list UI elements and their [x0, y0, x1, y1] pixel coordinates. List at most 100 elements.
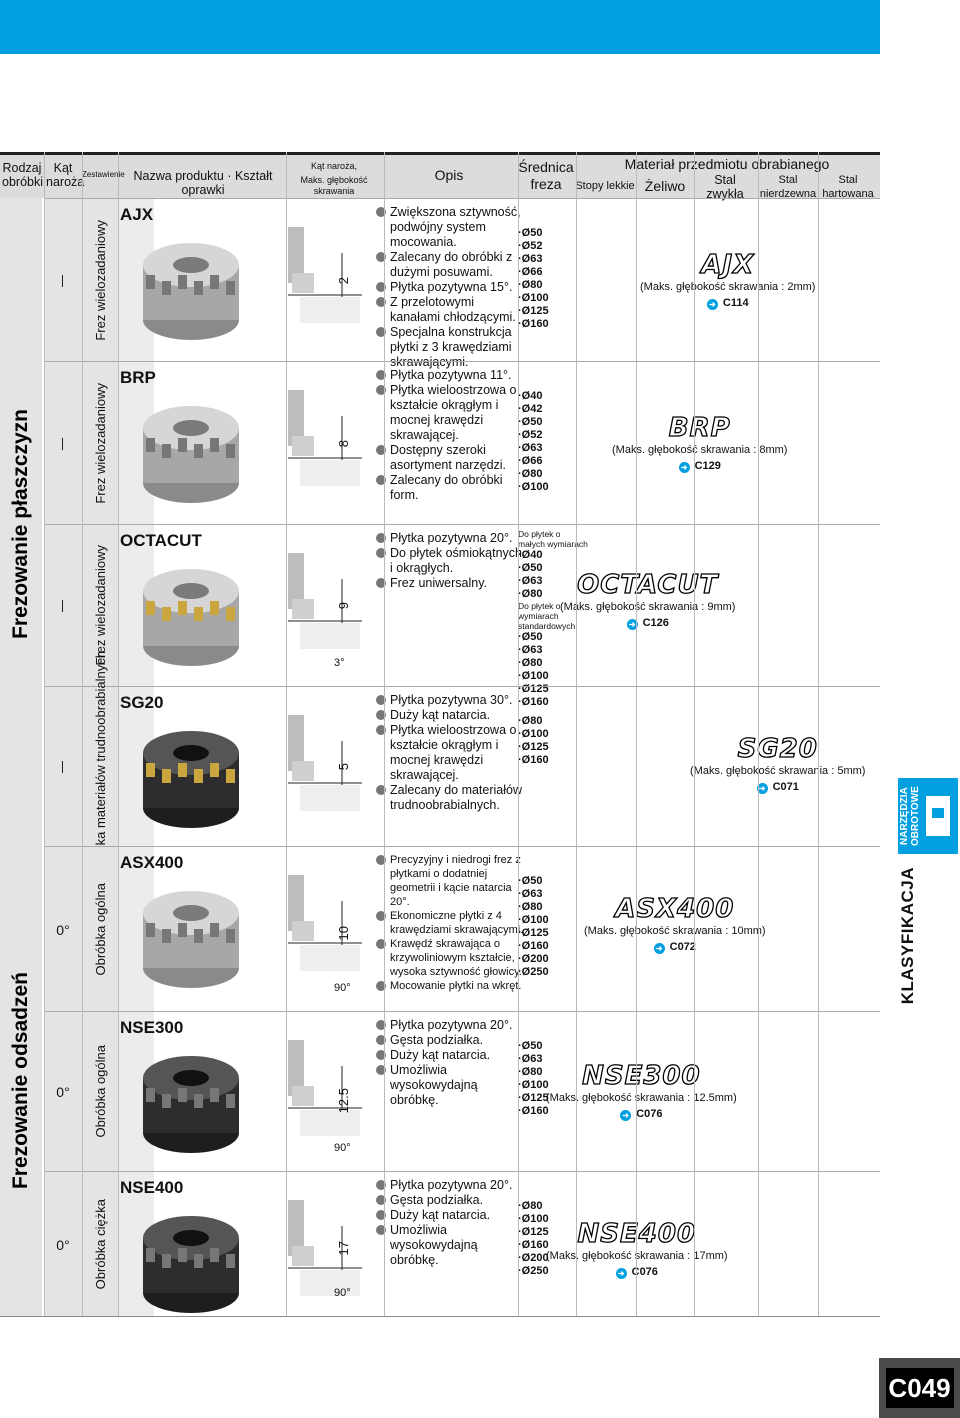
diameter: ·Ø160: [518, 1105, 549, 1117]
page-reference-link[interactable]: ➜ C126: [626, 617, 669, 630]
zestawienie: Obróbka ciężka: [93, 1198, 108, 1290]
page-reference-link[interactable]: ➜C114: [706, 297, 749, 310]
grid-line: [758, 152, 759, 1316]
diameter: ·Ø100: [518, 1213, 549, 1225]
diameter: ·Ø80: [518, 1200, 543, 1212]
tool-image: [136, 873, 246, 1003]
description-item: Frez uniwersalny.: [376, 576, 526, 591]
row-angle-cell: [44, 199, 118, 361]
series-logo: NSE300(Maks. głębokość skrawania : 12.5m…: [546, 1061, 737, 1121]
description-item: Duży kąt natarcia.: [376, 1208, 526, 1223]
row-angle-cell: [44, 847, 118, 1011]
description-item: Specjalna konstrukcja płytki z 3 krawędz…: [376, 325, 526, 370]
cutter-diameters: Do płytek o małych wymiarach·Ø40·Ø50·Ø63…: [518, 529, 588, 709]
description-item: Gęsta podziałka.: [376, 1193, 526, 1208]
corner-angle: 0°: [56, 921, 70, 938]
tool-image: [136, 1198, 246, 1328]
diameter: ·Ø63: [518, 575, 543, 587]
description: Zwiększona sztywność, podwójny system mo…: [376, 205, 526, 370]
page-reference-link[interactable]: ➜C076: [615, 1266, 658, 1279]
diameter: ·Ø42: [518, 403, 543, 415]
row-angle-cell: [44, 1172, 118, 1316]
product-name: NSE400: [120, 1178, 184, 1197]
cutter-diameters: ·Ø40·Ø42·Ø50·Ø52·Ø63·Ø66·Ø80·Ø100: [518, 390, 588, 494]
angle-mark: 90°: [334, 1142, 351, 1154]
page-reference-link[interactable]: ➜ C076: [620, 1108, 663, 1121]
product-name: NSE300: [120, 1018, 184, 1037]
size-note: Do płytek o wymiarach standardowych: [518, 601, 576, 631]
diameter: ·Ø63: [518, 888, 543, 900]
series-logo-text: SG20: [737, 734, 818, 764]
diameter: ·Ø52: [518, 429, 543, 441]
max-depth-note: (Maks. głębokość skrawania : 5mm): [690, 765, 866, 777]
max-depth-note: (Maks. głębokość skrawania : 9mm): [560, 601, 736, 613]
diameter: ·Ø50: [518, 562, 543, 574]
header-nazwa: Nazwa produktu · Kształt oprawki: [133, 169, 273, 197]
description-item: Ekonomiczne płytki z 4 krawędziami skraw…: [376, 909, 526, 937]
cutter-diameters: ·Ø80·Ø100·Ø125·Ø160: [518, 715, 588, 767]
page-reference: C076: [636, 1108, 663, 1120]
series-logo-text: NSE300: [581, 1061, 701, 1091]
description-item: Płytka wieloostrzowa o kształcie okrągły…: [376, 723, 526, 783]
cutter-diameters: ·Ø50·Ø63·Ø80·Ø100·Ø125·Ø160·Ø200·Ø250: [518, 875, 588, 979]
angle-mark: 3°: [334, 657, 345, 669]
arrow-right-icon: ➜: [615, 1268, 627, 1279]
cutter-diameters: ·Ø50·Ø63·Ø80·Ø100·Ø125·Ø160: [518, 1040, 588, 1118]
diameter: ·Ø200: [518, 1252, 549, 1264]
description-item: Z przelotowymi kanałami chłodzącymi.: [376, 295, 526, 325]
diameter: ·Ø160: [518, 940, 549, 952]
max-depth-note: (Maks. głębokość skrawania : 10mm): [584, 925, 766, 937]
category-frezowanie-odsadzen: Frezowanie odsadzeń: [0, 846, 44, 1316]
category-blank-2: [0, 686, 44, 846]
description: Płytka pozytywna 20°.Do płytek ośmiokątn…: [376, 531, 526, 591]
diameter: ·Ø100: [518, 728, 549, 740]
description: Płytka pozytywna 20°.Gęsta podziałka.Duż…: [376, 1018, 526, 1108]
product-name: BRP: [120, 368, 156, 387]
table-header: Rodzaj obróbki Kąt naroża Zestawienie Na…: [0, 152, 880, 201]
diameter: ·Ø63: [518, 442, 543, 454]
zestawienie: Obróbka ogólna: [93, 1045, 108, 1138]
cutting-depth-diagram: [282, 861, 372, 1011]
tool-image: [136, 225, 246, 355]
series-logo-text: ASX400: [615, 894, 735, 924]
diameter: ·Ø160: [518, 318, 549, 330]
page-reference: C071: [772, 781, 799, 793]
diameter: ·Ø250: [518, 1265, 549, 1277]
diameter: ·Ø100: [518, 1079, 549, 1091]
description-item: Zalecany do obróbki z dużymi posuwami.: [376, 250, 526, 280]
table-bottom-line: [0, 1316, 880, 1317]
cutting-depth-diagram: [282, 539, 372, 689]
zestawienie: Frez wielozadaniowy: [93, 382, 108, 504]
series-logo: OCTACUT(Maks. głębokość skrawania : 9mm)…: [560, 570, 736, 630]
description-item: Płytka pozytywna 20°.: [376, 531, 526, 546]
page-reference-link[interactable]: ➜ C072: [653, 941, 696, 954]
header-mat-stopy: Stopy lekkie: [575, 180, 635, 192]
narzedzia-obrotowe-tab: NARZĘDZIA OBROTOWE: [898, 778, 958, 854]
corner-angle-dash: [62, 437, 63, 450]
description-item: Krawędź skrawająca o krzywoliniowym kszt…: [376, 937, 526, 979]
page-reference-link[interactable]: ➜C071: [756, 781, 799, 794]
corner-angle-dash: [62, 761, 63, 773]
page-reference: C072: [669, 941, 696, 953]
diameter: ·Ø125: [518, 927, 549, 939]
header-mat-stal: Stal zwykła: [706, 173, 744, 201]
category-frezowanie-plaszczyzn: Frezowanie płaszczyzn: [0, 361, 44, 686]
grid-line: [286, 152, 287, 1316]
page-reference: C114: [722, 297, 749, 309]
description-item: Umożliwia wysokowydajną obróbkę.: [376, 1063, 526, 1108]
page-reference: C129: [694, 460, 721, 472]
page-reference: C126: [642, 617, 669, 629]
diameter: ·Ø125: [518, 1226, 549, 1238]
top-color-bar: [0, 0, 880, 54]
description-item: Umożliwia wysokowydajną obróbkę.: [376, 1223, 526, 1268]
diameter: ·Ø50: [518, 631, 543, 643]
arrow-right-icon: ➜: [653, 943, 665, 954]
description-item: Zalecany do obróbki form.: [376, 473, 526, 503]
diameter: ·Ø80: [518, 468, 543, 480]
header-rodzaj: Rodzaj obróbki: [2, 161, 43, 189]
arrow-right-icon: ➜: [620, 1110, 632, 1121]
arrow-right-icon: ➜: [626, 619, 638, 630]
page-reference-link[interactable]: ➜C129: [678, 460, 721, 473]
